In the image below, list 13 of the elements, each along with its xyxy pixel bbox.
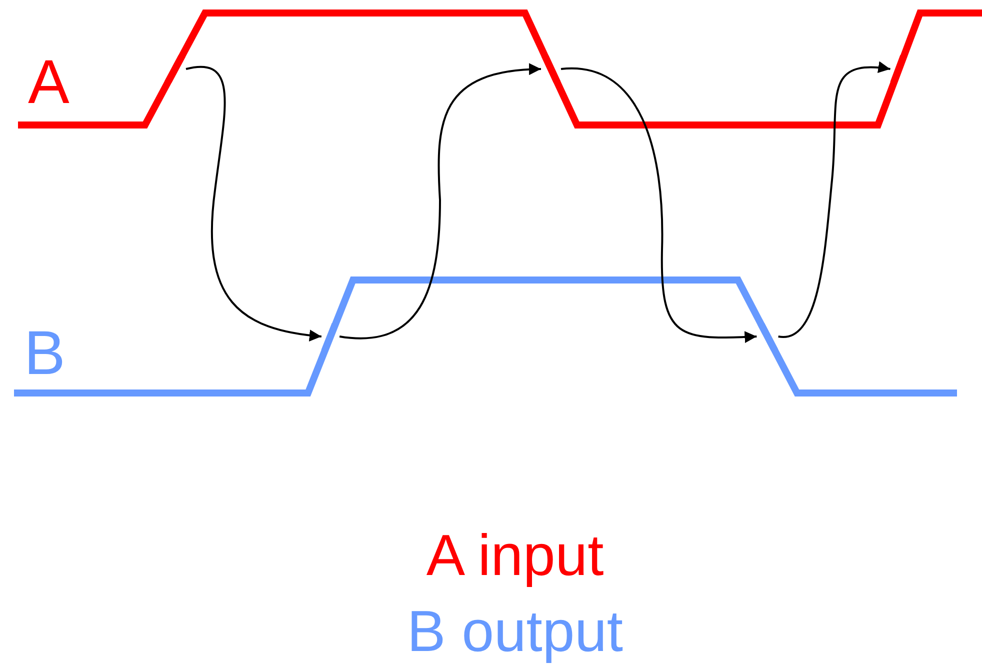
signal-transition	[164, 55, 186, 83]
legend-text: A input	[426, 523, 604, 588]
signal-transition	[321, 322, 340, 350]
signal-transition	[890, 55, 908, 83]
arrow	[339, 64, 542, 340]
signal-transition	[541, 55, 561, 83]
signal-label: B	[24, 323, 66, 385]
arrow	[778, 62, 890, 338]
legend-text: B output	[406, 599, 624, 664]
arrow	[186, 66, 322, 342]
arrow	[560, 68, 757, 343]
signal-transition	[756, 322, 778, 350]
signal-label: A	[28, 52, 70, 114]
